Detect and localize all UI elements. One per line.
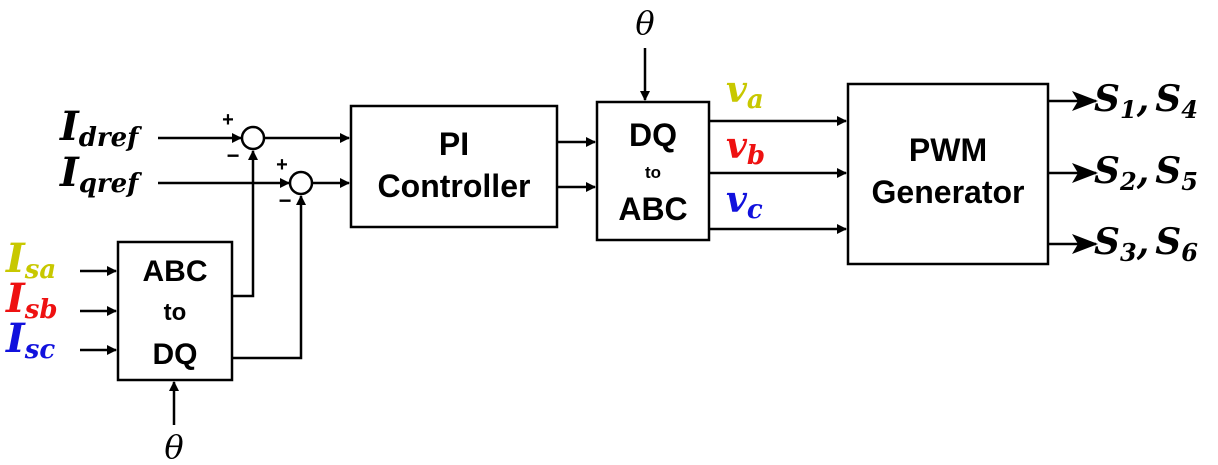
iqref-sub: qref bbox=[79, 169, 142, 199]
s25-b-sub: 5 bbox=[1181, 167, 1198, 196]
vc-sub: c bbox=[747, 195, 763, 225]
va-sub: a bbox=[747, 85, 764, 115]
pwm-line1: PWM bbox=[909, 132, 987, 168]
iqref-main: I bbox=[59, 149, 80, 196]
sum-q-minus-sign: − bbox=[279, 188, 292, 213]
isb-sub: sb bbox=[24, 295, 58, 325]
s25-a-main: S bbox=[1094, 150, 1120, 192]
s25-a-sub: 2 bbox=[1119, 167, 1137, 196]
idref-main: I bbox=[59, 103, 80, 150]
pi-line1: PI bbox=[439, 126, 469, 162]
abc-to-dq-line2: to bbox=[164, 299, 187, 326]
pi-controller-block bbox=[349, 104, 559, 229]
vc-label: vc bbox=[726, 179, 763, 225]
isc-sub: sc bbox=[24, 335, 56, 365]
isc-label: Isc bbox=[5, 315, 55, 365]
pi-line2: Controller bbox=[378, 168, 531, 204]
abc-to-dq-line3: DQ bbox=[153, 338, 198, 371]
vb-sub: b bbox=[747, 141, 765, 171]
s36-label: S3,S6 bbox=[1094, 221, 1198, 267]
summing-junction-q bbox=[288, 170, 314, 196]
idref-label: Idref bbox=[59, 103, 142, 153]
isb-main: I bbox=[5, 275, 26, 322]
iq-feedback-wire bbox=[232, 195, 306, 360]
s14-sep: , bbox=[1136, 78, 1150, 120]
s14-label: S1,S4 bbox=[1094, 78, 1198, 124]
dq-to-abc-line1: DQ bbox=[629, 117, 677, 153]
s14-a-sub: 1 bbox=[1120, 95, 1137, 124]
isa-label: Isa bbox=[5, 235, 56, 285]
vb-main: v bbox=[726, 125, 748, 167]
s36-b-main: S bbox=[1155, 221, 1181, 263]
id-feedback-wire bbox=[232, 150, 258, 298]
s36-sep: , bbox=[1136, 221, 1150, 263]
isa-sub: sa bbox=[24, 255, 56, 285]
vb-label: vb bbox=[726, 125, 765, 171]
s36-a-main: S bbox=[1094, 221, 1120, 263]
idref-sub: dref bbox=[79, 123, 142, 153]
s25-sep: , bbox=[1136, 150, 1150, 192]
s36-a-sub: 3 bbox=[1120, 238, 1137, 267]
s14-b-main: S bbox=[1155, 78, 1181, 120]
abc-to-dq-line1: ABC bbox=[143, 255, 208, 288]
pwm-line2: Generator bbox=[872, 174, 1025, 210]
isc-main: I bbox=[5, 315, 26, 362]
dq-to-abc-block bbox=[595, 100, 711, 242]
s25-b-main: S bbox=[1155, 150, 1181, 192]
isa-main: I bbox=[5, 235, 26, 282]
sum-q-plus-sign: + bbox=[276, 154, 288, 176]
summing-junction-d bbox=[240, 125, 266, 151]
sum-d-minus-sign: − bbox=[227, 143, 240, 168]
iqref-label: Iqref bbox=[59, 149, 142, 199]
isb-label: Isb bbox=[5, 275, 58, 325]
sum-d-plus-sign: + bbox=[222, 109, 234, 131]
s14-b-sub: 4 bbox=[1181, 95, 1198, 124]
vc-main: v bbox=[726, 179, 748, 221]
va-main: v bbox=[726, 69, 748, 111]
dq-to-abc-line3: ABC bbox=[618, 191, 687, 227]
s36-b-sub: 6 bbox=[1181, 238, 1198, 267]
abc-to-dq-block bbox=[116, 240, 234, 382]
s14-a-main: S bbox=[1094, 78, 1120, 120]
dq-to-abc-line2: to bbox=[645, 163, 661, 182]
s25-label: S2,S5 bbox=[1094, 150, 1198, 196]
pwm-generator-block bbox=[846, 82, 1050, 266]
va-label: va bbox=[726, 69, 764, 115]
theta-top-label: θ bbox=[635, 4, 654, 42]
theta-bottom-label: θ bbox=[164, 428, 183, 465]
